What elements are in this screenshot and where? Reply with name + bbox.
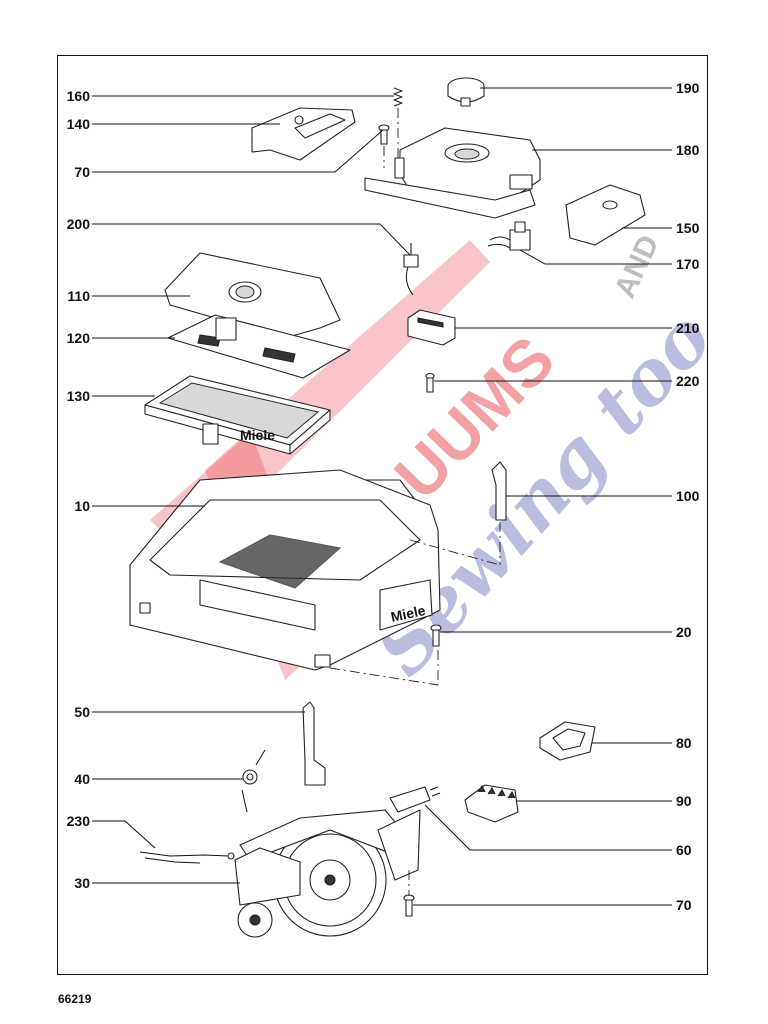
- callout-100: 100: [676, 488, 700, 504]
- part-60-plug: [389, 786, 441, 813]
- callout-50: 50: [74, 704, 90, 720]
- part-70-screw-top: [378, 124, 390, 168]
- callout-110: 110: [67, 288, 90, 304]
- filter-brand-mark: Miele: [240, 427, 275, 443]
- callout-10: 10: [74, 498, 90, 514]
- callout-30: 30: [74, 875, 90, 891]
- housing-brand-mark: Miele: [389, 602, 427, 625]
- part-160-spring: [393, 87, 403, 160]
- part-140-cover: [251, 107, 356, 161]
- callout-210: 210: [676, 320, 700, 336]
- part-120-grille-plate: [167, 314, 351, 379]
- callout-200: 200: [67, 216, 91, 232]
- part-210-cap: [407, 309, 456, 346]
- part-10-main-housing: Miele: [129, 469, 501, 686]
- callout-170: 170: [676, 256, 700, 272]
- part-110-filter-lid: [164, 252, 341, 339]
- diagram-frame: [57, 55, 708, 975]
- callout-80: 80: [676, 735, 692, 751]
- callout-90: 90: [676, 793, 692, 809]
- callout-190: 190: [676, 80, 700, 96]
- callout-130: 130: [67, 388, 91, 404]
- callout-40: 40: [74, 771, 90, 787]
- callout-180: 180: [676, 142, 700, 158]
- callout-150: 150: [676, 220, 700, 236]
- part-180-top-cover: [364, 127, 541, 219]
- part-30-cable-reel: [234, 809, 421, 938]
- part-90-connector: [464, 784, 519, 823]
- callout-140: 140: [67, 116, 91, 132]
- callout-230: 230: [67, 813, 91, 829]
- part-170-switch: [487, 221, 531, 251]
- watermark-and: AND: [608, 230, 665, 303]
- callout-70-top: 70: [74, 164, 90, 180]
- part-50-lever: [302, 701, 326, 786]
- part-40-grommet: [241, 749, 266, 813]
- figure-code: 66219: [58, 992, 92, 1006]
- callout-20: 20: [676, 624, 692, 640]
- part-150-cover: [565, 184, 646, 246]
- part-130-filter: Miele: [144, 375, 331, 455]
- part-200-sensor: [403, 243, 419, 296]
- part-220-screw: [425, 372, 435, 393]
- callout-70-bottom: 70: [676, 897, 692, 913]
- part-70-screw-bottom: [403, 870, 415, 917]
- part-190-knob: [447, 77, 485, 107]
- part-230-cable: [139, 851, 235, 864]
- callout-160: 160: [67, 88, 91, 104]
- callout-220: 220: [676, 373, 700, 389]
- part-20-screw: [430, 624, 442, 647]
- part-100-latch: [491, 461, 507, 565]
- callout-labels: 160 140 70 200 110 120 130 10 50 40 230 …: [67, 80, 700, 913]
- leader-lines: [92, 87, 672, 906]
- callout-120: 120: [67, 330, 91, 346]
- part-80-frame: [539, 721, 596, 761]
- callout-60: 60: [676, 842, 692, 858]
